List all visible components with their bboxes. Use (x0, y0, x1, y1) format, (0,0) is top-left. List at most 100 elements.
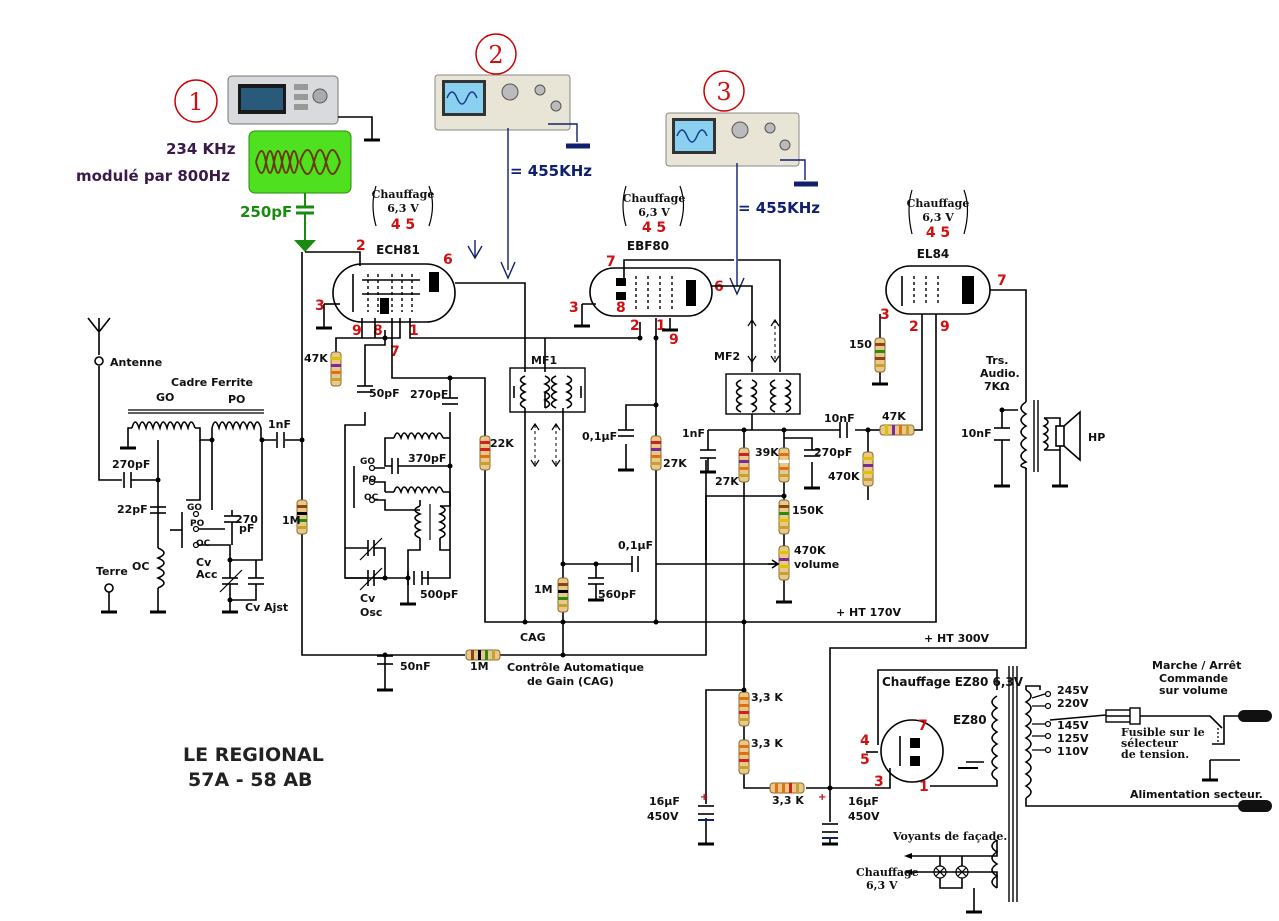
svg-text:270pF: 270pF (410, 388, 448, 401)
svg-text:450V: 450V (647, 810, 679, 823)
svg-text:27K: 27K (715, 475, 739, 488)
svg-text:6,3 V: 6,3 V (387, 202, 419, 215)
svg-text:47K: 47K (882, 410, 906, 423)
svg-text:3,3 K: 3,3 K (751, 691, 783, 704)
svg-text:22K: 22K (490, 437, 514, 450)
radio-model-title: LE REGIONAL (183, 744, 324, 766)
ebf80-pin-8: 8 (616, 300, 626, 316)
svg-text:450V: 450V (848, 810, 880, 823)
tube-ech81-label: ECH81 (376, 243, 420, 257)
antenna-label: Antenne (110, 356, 162, 369)
probe-1-number: 1 (188, 88, 203, 116)
svg-text:560pF: 560pF (598, 588, 636, 601)
if-transformer-mf1 (509, 367, 586, 468)
ech81-pin-8: 8 (373, 323, 383, 339)
fuse-label-3: de tension. (1121, 748, 1189, 761)
ebf80-pin-2: 2 (630, 318, 640, 334)
ez80-pin-4: 4 (860, 733, 870, 749)
power-switch-label-3: sur volume (1159, 684, 1228, 697)
svg-text:47K: 47K (304, 352, 328, 365)
cv-osc-label-2: Osc (360, 606, 382, 619)
el84-pin-3: 3 (880, 307, 890, 323)
audio-transformer-label-1: Trs. (986, 354, 1008, 367)
heating-label-el84: Chauffage 6,3 V 4 5 (907, 189, 969, 241)
svg-text:6,3 V: 6,3 V (638, 206, 670, 219)
voltage-selector[interactable] (1031, 690, 1107, 754)
variable-capacitor-acc-icon[interactable] (219, 569, 243, 593)
ech81-pin-3: 3 (315, 298, 325, 314)
svg-text:4 5: 4 5 (926, 225, 950, 241)
r-47k-a-resistor (330, 351, 342, 387)
svg-text:0,1µF: 0,1µF (582, 430, 617, 443)
capacitor-1nf-label: 1nF (268, 418, 291, 431)
ebf80-pin-9: 9 (669, 332, 679, 348)
capacitor-270pf-ant-label: 270pF (112, 458, 150, 471)
capacitor-270-label: 270 (235, 513, 258, 526)
fuse-label-2: sélecteur (1121, 737, 1178, 750)
potentiometer-wiper-icon[interactable] (768, 559, 780, 569)
ground-label: Terre (96, 565, 128, 578)
band-switch-1[interactable] (170, 510, 200, 549)
ez80-pin-3: 3 (874, 774, 884, 790)
probe-1-modulation: modulé par 800Hz (76, 167, 230, 185)
bottom-heating-label-1: Chauffage (856, 866, 919, 879)
oscilloscope-icon (665, 112, 800, 167)
ech81-pin-2: 2 (356, 238, 366, 254)
po-coil-label: PO (228, 393, 245, 406)
svg-text:4 5: 4 5 (642, 220, 666, 236)
variable-capacitor-osc-icon[interactable] (359, 537, 383, 591)
svg-text:Chauffage: Chauffage (623, 192, 686, 205)
switch1-oc-label: OC (196, 539, 211, 549)
ebf80-pin-6: 6 (714, 279, 724, 295)
cv-ajst-label: Cv Ajst (245, 601, 288, 614)
svg-text:50nF: 50nF (400, 660, 431, 673)
ht300-label: + HT 300V (924, 632, 990, 645)
mains-supply-label: Alimentation secteur. (1130, 788, 1263, 801)
svg-text:16µF: 16µF (649, 795, 680, 808)
svg-text:500pF: 500pF (420, 588, 458, 601)
cag-description-2: de Gain (CAG) (527, 675, 614, 688)
capacitor-pf-label: pF (239, 522, 254, 535)
r-33k-a-resistor (738, 691, 750, 727)
fuse-icon (1105, 707, 1141, 725)
svg-text:10nF: 10nF (961, 427, 992, 440)
power-plug-icon (1238, 710, 1272, 722)
svg-text:50pF: 50pF (369, 387, 400, 400)
oscillator-coil-icon (393, 432, 446, 540)
probe-1-frequency: 234 KHz (166, 140, 236, 158)
voltage-125: 125V (1057, 732, 1089, 745)
ground-terminal-icon (104, 583, 114, 593)
probe-2-marker (475, 33, 517, 75)
ebf80-pin-3: 3 (569, 300, 579, 316)
power-plug-icon (1238, 800, 1272, 812)
svg-text:470K: 470K (828, 470, 860, 483)
ech81-pin-1: 1 (409, 323, 419, 339)
switch1-go-label: GO (187, 503, 202, 513)
probe-3-number: 3 (716, 78, 731, 106)
ht170-label: + HT 170V (836, 606, 902, 619)
mains-transformer-icon (991, 666, 1032, 902)
r-1m-a-resistor (296, 499, 308, 535)
svg-text:1nF: 1nF (682, 427, 705, 440)
cv-acc-label-2: Acc (196, 568, 218, 581)
probe-2-frequency: = 455KHz (510, 162, 592, 180)
svg-text:150K: 150K (792, 504, 824, 517)
voltage-110: 110V (1057, 745, 1089, 758)
r-150-resistor (874, 337, 886, 373)
switch1-po-label: PO (190, 519, 205, 529)
voltage-145: 145V (1057, 719, 1089, 732)
svg-text:+: + (700, 792, 708, 803)
band-switch-2[interactable] (353, 464, 376, 509)
heating-label-ech81: Chauffage 6,3 V 4 5 (372, 185, 434, 233)
el84-pin-2: 2 (909, 319, 919, 335)
if-transformer-mf2 (725, 318, 801, 415)
mf2-label: MF2 (714, 350, 740, 363)
r-33k-b-resistor (738, 739, 750, 775)
probe-1-capacitor-label: 250pF (240, 203, 292, 221)
svg-text:270pF: 270pF (814, 446, 852, 459)
voltage-220: 220V (1057, 697, 1089, 710)
svg-text:3,3 K: 3,3 K (772, 794, 804, 807)
tube-ez80 (880, 719, 944, 783)
